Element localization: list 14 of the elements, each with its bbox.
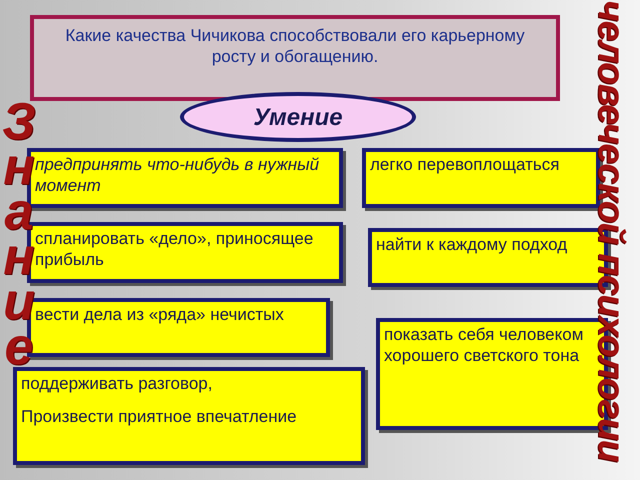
text-box <box>13 367 365 465</box>
item-text: поддерживать разговор, <box>20 373 214 395</box>
item-text: показать себя человеком хорошего светского тона <box>383 324 584 367</box>
vertical-phrase: человеческой психологии <box>590 0 633 464</box>
question-text: Какие качества Чичикова способствовали его карьерному росту и обогащению. <box>64 25 526 68</box>
item-text: легко перевоплощаться <box>369 154 560 176</box>
item-text: Произвести приятное впечатление <box>20 406 298 428</box>
question-banner <box>30 15 560 101</box>
heading-text: Умение <box>253 106 343 128</box>
item-text: спланировать «дело», приносящее прибыль <box>34 228 314 271</box>
item-text: найти к каждому подход <box>375 234 568 256</box>
item-text: вести дела из «ряда» нечистых <box>34 304 285 326</box>
text-box <box>362 148 600 208</box>
item-text: предпринять что-нибудь в нужный момент <box>34 154 320 197</box>
